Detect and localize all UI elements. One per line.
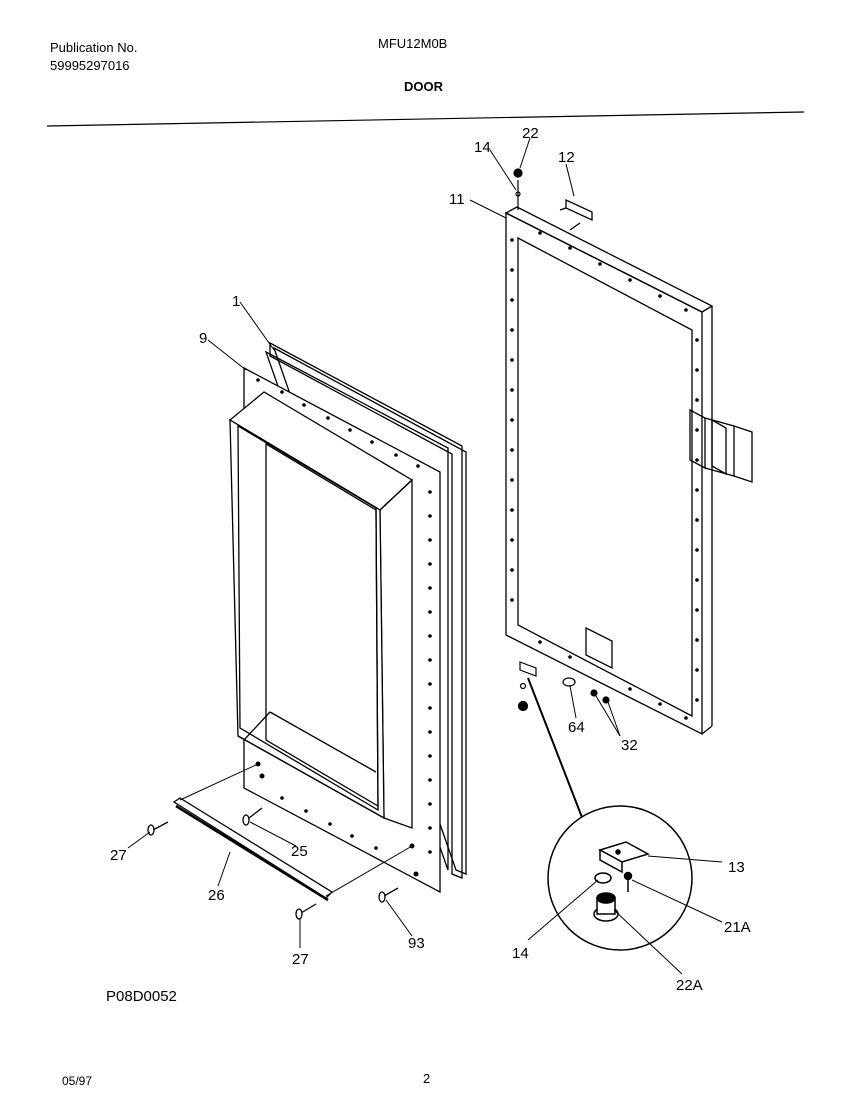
outer-door-panel bbox=[504, 198, 753, 736]
section-title: DOOR bbox=[404, 79, 443, 94]
footer-date: 05/97 bbox=[62, 1074, 93, 1088]
callout-27-left: 27 bbox=[110, 847, 127, 864]
header-rule bbox=[46, 111, 805, 127]
callout-21a: 21A bbox=[724, 919, 751, 936]
callout-1: 1 bbox=[232, 293, 240, 310]
callout-22a: 22A bbox=[676, 977, 703, 994]
drawing-code: P08D0052 bbox=[106, 988, 177, 1005]
page-number: 2 bbox=[423, 1071, 431, 1086]
callout-leaders bbox=[127, 137, 723, 975]
model-number: MFU12M0B bbox=[378, 36, 448, 51]
callout-11: 11 bbox=[449, 191, 465, 208]
callout-9: 9 bbox=[199, 330, 207, 347]
callout-22-top: 22 bbox=[522, 125, 539, 142]
callout-64: 64 bbox=[568, 719, 585, 736]
callout-12: 12 bbox=[558, 149, 575, 166]
bottom-hinge-hardware bbox=[517, 661, 610, 839]
top-hinge-hardware bbox=[513, 168, 523, 210]
detail-circle bbox=[547, 805, 693, 951]
publication-label: Publication No. bbox=[50, 40, 138, 55]
inner-door-liner bbox=[228, 341, 467, 894]
publication-number: 59995297016 bbox=[50, 58, 130, 73]
callout-14-top: 14 bbox=[474, 139, 491, 156]
callout-27-bottom: 27 bbox=[292, 951, 309, 968]
outer-door-screw-holes bbox=[510, 231, 699, 720]
callout-14-detail: 14 bbox=[512, 945, 529, 962]
callout-26: 26 bbox=[208, 887, 225, 904]
callout-13: 13 bbox=[728, 859, 745, 876]
callout-25: 25 bbox=[291, 843, 308, 860]
hinge-rod-and-screws bbox=[147, 763, 413, 920]
callout-93: 93 bbox=[408, 935, 425, 952]
callout-32: 32 bbox=[621, 737, 638, 754]
